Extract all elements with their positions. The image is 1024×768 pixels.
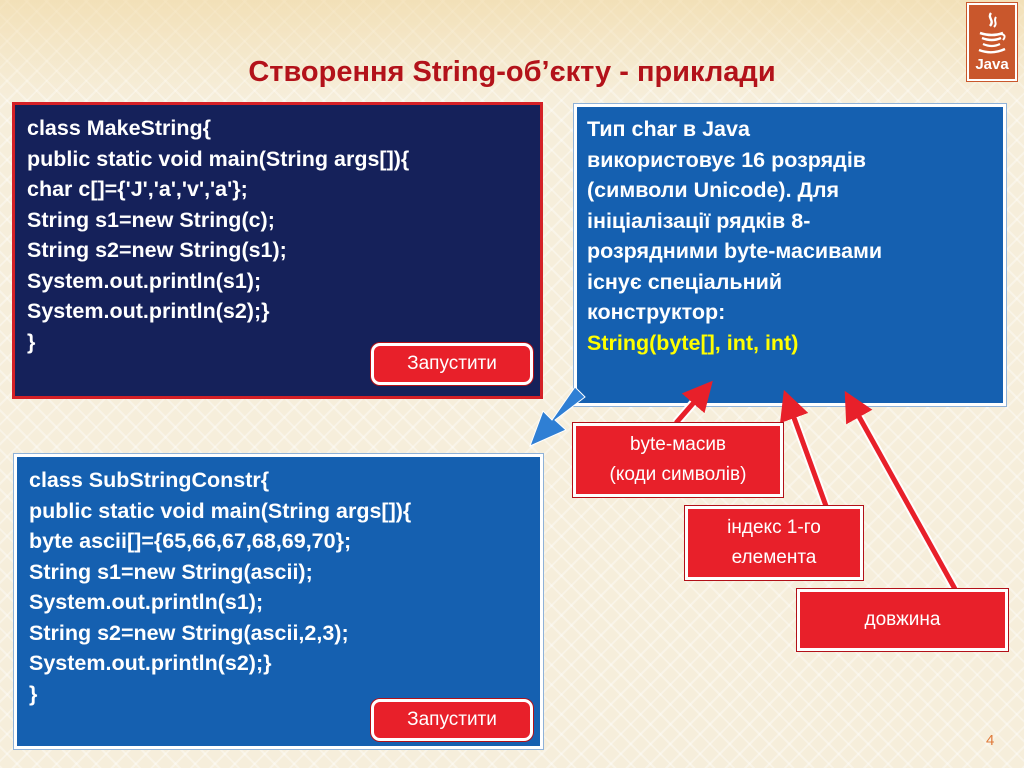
code-line: System.out.println(s1); <box>27 268 262 293</box>
run-button-substringconstr[interactable]: Запустити <box>371 699 533 741</box>
code-line: public static void main(String args[]){ <box>27 146 410 171</box>
info-line: використовує 16 розрядів <box>587 147 867 172</box>
info-box: Тип char в Java використовує 16 розрядів… <box>574 104 1006 406</box>
label-line: індекс 1-го <box>727 517 821 538</box>
code-line: byte ascii[]={65,66,67,68,69,70}; <box>29 529 352 553</box>
run-button-makestring[interactable]: Запустити <box>371 343 533 385</box>
code-line: class SubStringConstr{ <box>29 468 270 492</box>
code-line: System.out.println(s2);} <box>27 299 270 323</box>
blue-pointer-arrow <box>529 386 586 447</box>
code-line: String s1=new String(c); <box>27 207 275 232</box>
arrow-length <box>844 390 959 592</box>
info-line: (символи Unicode). Для <box>587 178 840 202</box>
label-first-index: індекс 1-го елемента <box>685 506 863 580</box>
info-line: Тип char в Java <box>587 117 750 141</box>
java-logo-text: Java <box>975 56 1009 73</box>
code-line: class MakeString{ <box>27 116 212 140</box>
label-line: елемента <box>731 547 817 568</box>
page-number: 4 <box>986 732 995 749</box>
code-line: char c[]={'J','a','v','a'}; <box>27 177 248 201</box>
label-line: (коди символів) <box>609 464 747 485</box>
label-length: довжина <box>797 589 1008 651</box>
code-line: String s1=new String(ascii); <box>29 559 313 584</box>
java-logo: Java <box>967 3 1017 81</box>
arrow-byte-array <box>672 380 713 426</box>
info-line: розрядними byte-масивами <box>587 239 883 263</box>
slide-title: Створення String-об’єкту - приклади <box>248 56 776 88</box>
code-line: } <box>27 329 36 354</box>
constructor-signature: String(byte[], int, int) <box>587 330 799 355</box>
background-band <box>0 0 1024 100</box>
info-line: існує спеціальний <box>587 269 783 294</box>
code-line: String s2=new String(s1); <box>27 238 287 262</box>
code-line: } <box>29 681 38 706</box>
code-line: String s2=new String(ascii,2,3); <box>29 620 349 645</box>
code-line: System.out.println(s1); <box>29 590 264 614</box>
info-line: ініціалізації рядків 8- <box>587 208 811 233</box>
label-byte-array: byte-масив (коди символів) <box>573 423 783 497</box>
info-line: конструктор: <box>587 300 726 324</box>
arrow-first-index <box>780 389 831 508</box>
code-line: public static void main(String args[]){ <box>29 498 412 523</box>
code-line: System.out.println(s2);} <box>29 651 272 675</box>
label-line: byte-масив <box>629 434 727 455</box>
java-cup-icon <box>978 12 1006 54</box>
